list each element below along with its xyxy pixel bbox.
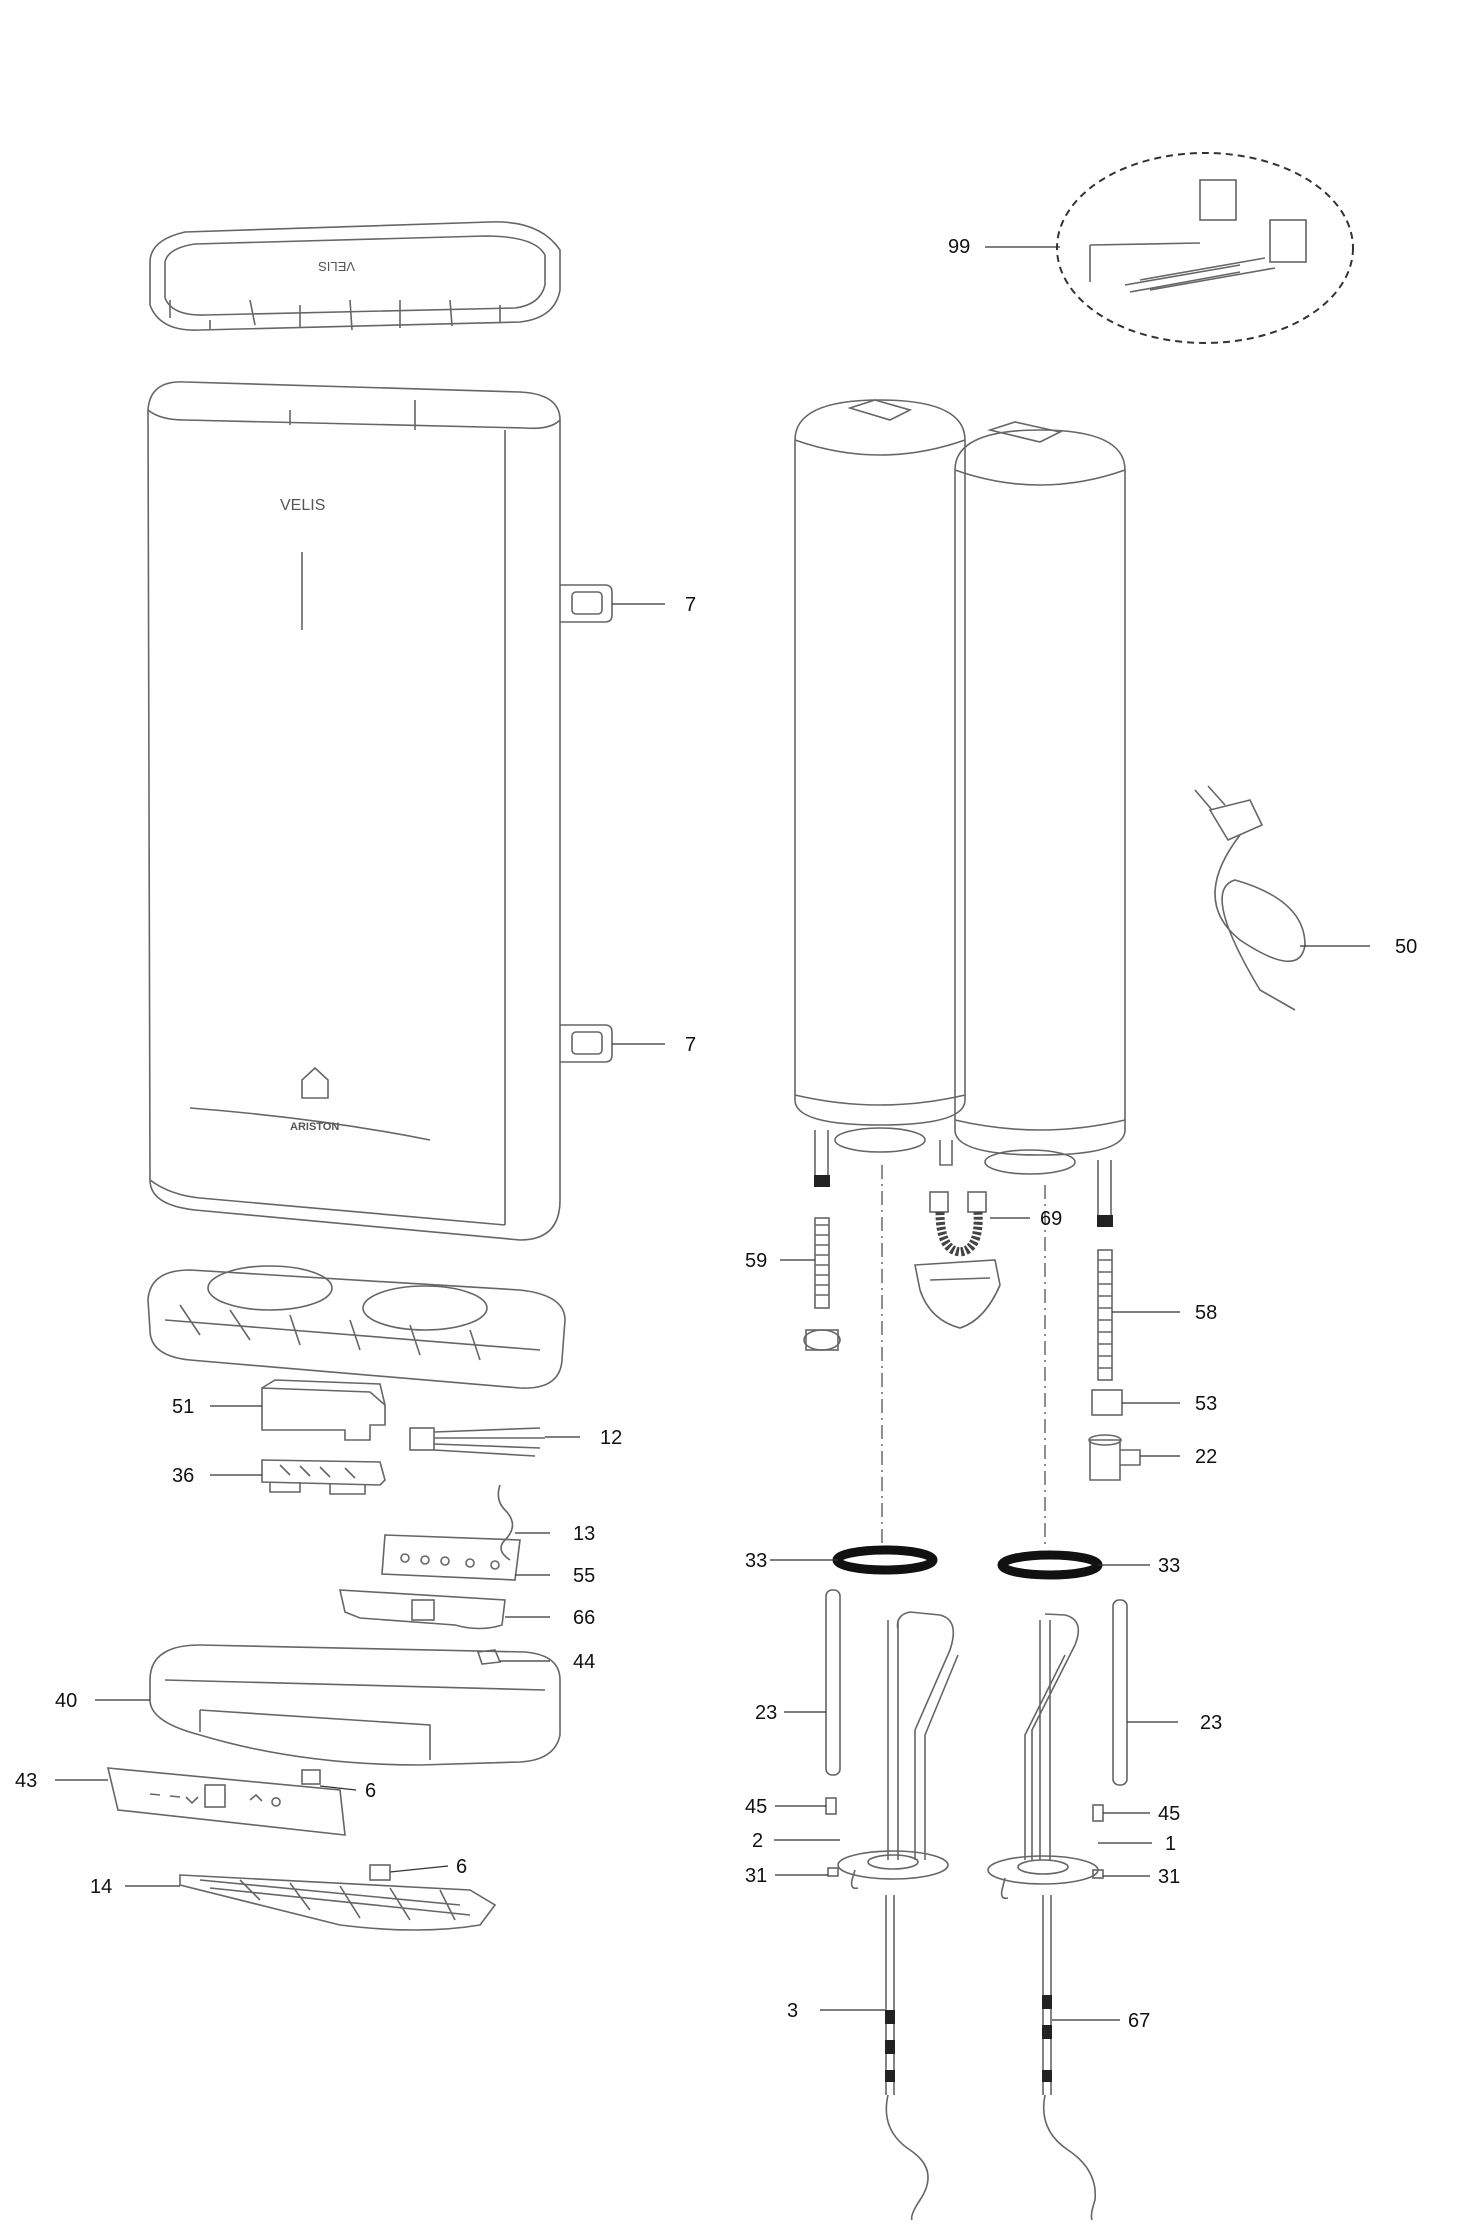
power-cord — [1194, 785, 1306, 1011]
casing-logo-text: ARISTON — [290, 1121, 339, 1133]
sensor-probe-left — [885, 1895, 929, 2221]
control-box-cover — [261, 1379, 386, 1441]
label-51: 51 — [172, 1396, 194, 1418]
label-31-right: 31 — [1158, 1866, 1180, 1888]
casing-model-mark: VELIS — [280, 497, 325, 514]
label-23-left: 23 — [755, 1702, 777, 1724]
sensor-probe-right — [1042, 1895, 1097, 2221]
label-14: 14 — [90, 1876, 112, 1898]
power-board — [261, 1459, 386, 1495]
label-69: 69 — [1040, 1208, 1062, 1230]
wiring-harness — [409, 1427, 545, 1457]
nut-right — [1092, 1869, 1104, 1879]
bottom-grille — [179, 1874, 497, 1931]
label-2: 2 — [752, 1830, 763, 1852]
pipe-left — [803, 1217, 841, 1351]
wall-bracket-upper — [560, 584, 613, 623]
label-53: 53 — [1195, 1393, 1217, 1415]
anode-right — [1112, 1599, 1128, 1786]
label-43: 43 — [15, 1770, 37, 1792]
bottom-cover — [149, 1644, 561, 1766]
label-6-lower: 6 — [456, 1856, 467, 1878]
screw-right — [1092, 1804, 1104, 1822]
lid-model-mark: VELIS — [318, 259, 355, 274]
label-99: 99 — [948, 236, 970, 258]
leader-lines — [55, 246, 1370, 2021]
heating-element-left — [837, 1611, 959, 1890]
outer-casing: VELIS ARISTON — [147, 381, 561, 1241]
wall-bracket-lower — [560, 1024, 613, 1063]
label-12: 12 — [600, 1427, 622, 1449]
label-6-upper: 6 — [365, 1780, 376, 1802]
top-lid: VELIS — [149, 221, 561, 331]
label-23-right: 23 — [1200, 1712, 1222, 1734]
tank-left — [794, 399, 966, 1187]
safety-valve-22 — [1088, 1434, 1141, 1481]
anode-left — [825, 1589, 841, 1776]
label-7-lower: 7 — [685, 1034, 696, 1056]
label-66: 66 — [573, 1607, 595, 1629]
label-58: 58 — [1195, 1302, 1217, 1324]
label-50: 50 — [1395, 936, 1417, 958]
label-55: 55 — [573, 1565, 595, 1587]
heating-element-right — [987, 1613, 1099, 1900]
label-13: 13 — [573, 1523, 595, 1545]
label-7-upper: 7 — [685, 594, 696, 616]
label-3: 3 — [787, 2000, 798, 2022]
part-labels: 99 7 7 50 69 59 58 53 22 51 12 36 13 55 … — [15, 236, 1417, 2032]
sensor-lead — [497, 1484, 514, 1561]
bottom-mounting-plate — [147, 1265, 566, 1389]
accessory-kit — [1056, 152, 1354, 344]
flex-connector — [929, 1191, 987, 1257]
gasket-right — [997, 1550, 1103, 1580]
label-45-right: 45 — [1158, 1803, 1180, 1825]
tank-right — [939, 421, 1126, 1227]
label-36: 36 — [172, 1465, 194, 1487]
pipe-right — [1097, 1249, 1113, 1381]
label-1: 1 — [1165, 1833, 1176, 1855]
nut-left — [827, 1867, 839, 1877]
gasket-left — [832, 1545, 938, 1575]
label-59: 59 — [745, 1250, 767, 1272]
tank-bracket — [914, 1259, 1001, 1329]
label-22: 22 — [1195, 1446, 1217, 1468]
label-44: 44 — [573, 1651, 595, 1673]
screw-left — [825, 1797, 837, 1815]
display-board — [381, 1534, 521, 1581]
label-33-left: 33 — [745, 1550, 767, 1572]
board-frame — [338, 1589, 506, 1630]
front-display-panel — [106, 1767, 346, 1836]
clip-upper — [301, 1769, 321, 1785]
label-31-left: 31 — [745, 1865, 767, 1887]
label-40: 40 — [55, 1690, 77, 1712]
pipe-nut-53 — [1091, 1389, 1123, 1416]
clip-lower — [369, 1864, 391, 1881]
label-45-left: 45 — [745, 1796, 767, 1818]
label-33-right: 33 — [1158, 1555, 1180, 1577]
label-67: 67 — [1128, 2010, 1150, 2032]
